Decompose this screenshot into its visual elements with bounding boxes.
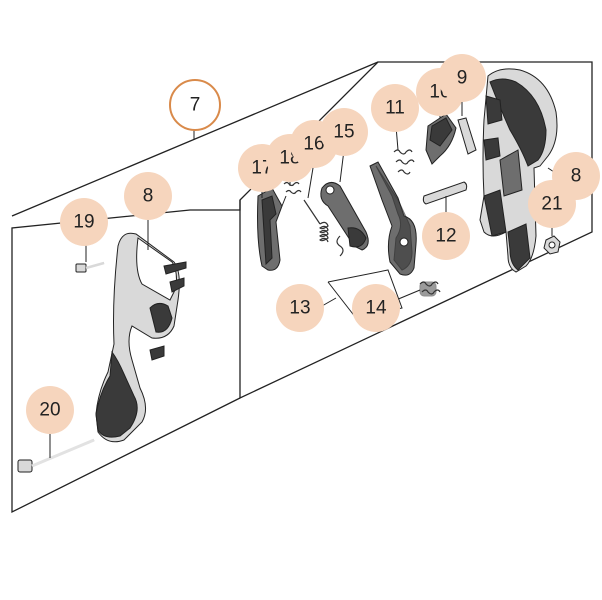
svg-text:8: 8	[571, 166, 582, 187]
svg-text:8: 8	[143, 186, 154, 207]
spring-14	[419, 281, 441, 297]
svg-text:20: 20	[39, 400, 60, 421]
throttle-trigger-17	[257, 187, 283, 271]
callout-21: 21	[528, 180, 576, 228]
subassembly-frame-right	[239, 61, 593, 400]
callout-20: 20	[26, 386, 74, 434]
switch-lever	[369, 161, 417, 276]
callout-8-left: 8	[124, 172, 172, 220]
assembly-frame-top	[11, 61, 379, 217]
pin-12	[422, 181, 468, 205]
spring-11	[393, 149, 415, 175]
wire-13	[327, 269, 403, 319]
svg-text:14: 14	[365, 298, 387, 319]
callout-12: 12	[422, 212, 470, 260]
svg-text:16: 16	[303, 134, 324, 155]
spring-16	[303, 199, 329, 243]
callout-19: 19	[60, 198, 108, 246]
latch-10	[425, 113, 457, 165]
pin-9	[457, 117, 477, 155]
lockout-lever-15	[320, 182, 369, 257]
svg-text:19: 19	[73, 212, 94, 233]
spring-18	[281, 181, 302, 207]
screw-19	[75, 261, 105, 273]
callout-9: 9	[438, 54, 486, 102]
nut-21	[543, 235, 561, 255]
svg-text:7: 7	[190, 95, 201, 116]
handle-housing-right	[479, 68, 558, 273]
svg-text:21: 21	[541, 194, 562, 215]
svg-text:11: 11	[385, 98, 405, 119]
callout-11: 11	[371, 84, 419, 132]
svg-text:15: 15	[333, 122, 354, 143]
callout-7: 7	[169, 79, 221, 131]
svg-text:9: 9	[457, 68, 468, 89]
handle-housing-left	[95, 232, 187, 443]
callout-14: 14	[352, 284, 400, 332]
callout-15: 15	[320, 108, 368, 156]
screw-20	[17, 438, 95, 473]
svg-text:12: 12	[435, 226, 456, 247]
callout-13: 13	[276, 284, 324, 332]
svg-text:13: 13	[289, 298, 310, 319]
